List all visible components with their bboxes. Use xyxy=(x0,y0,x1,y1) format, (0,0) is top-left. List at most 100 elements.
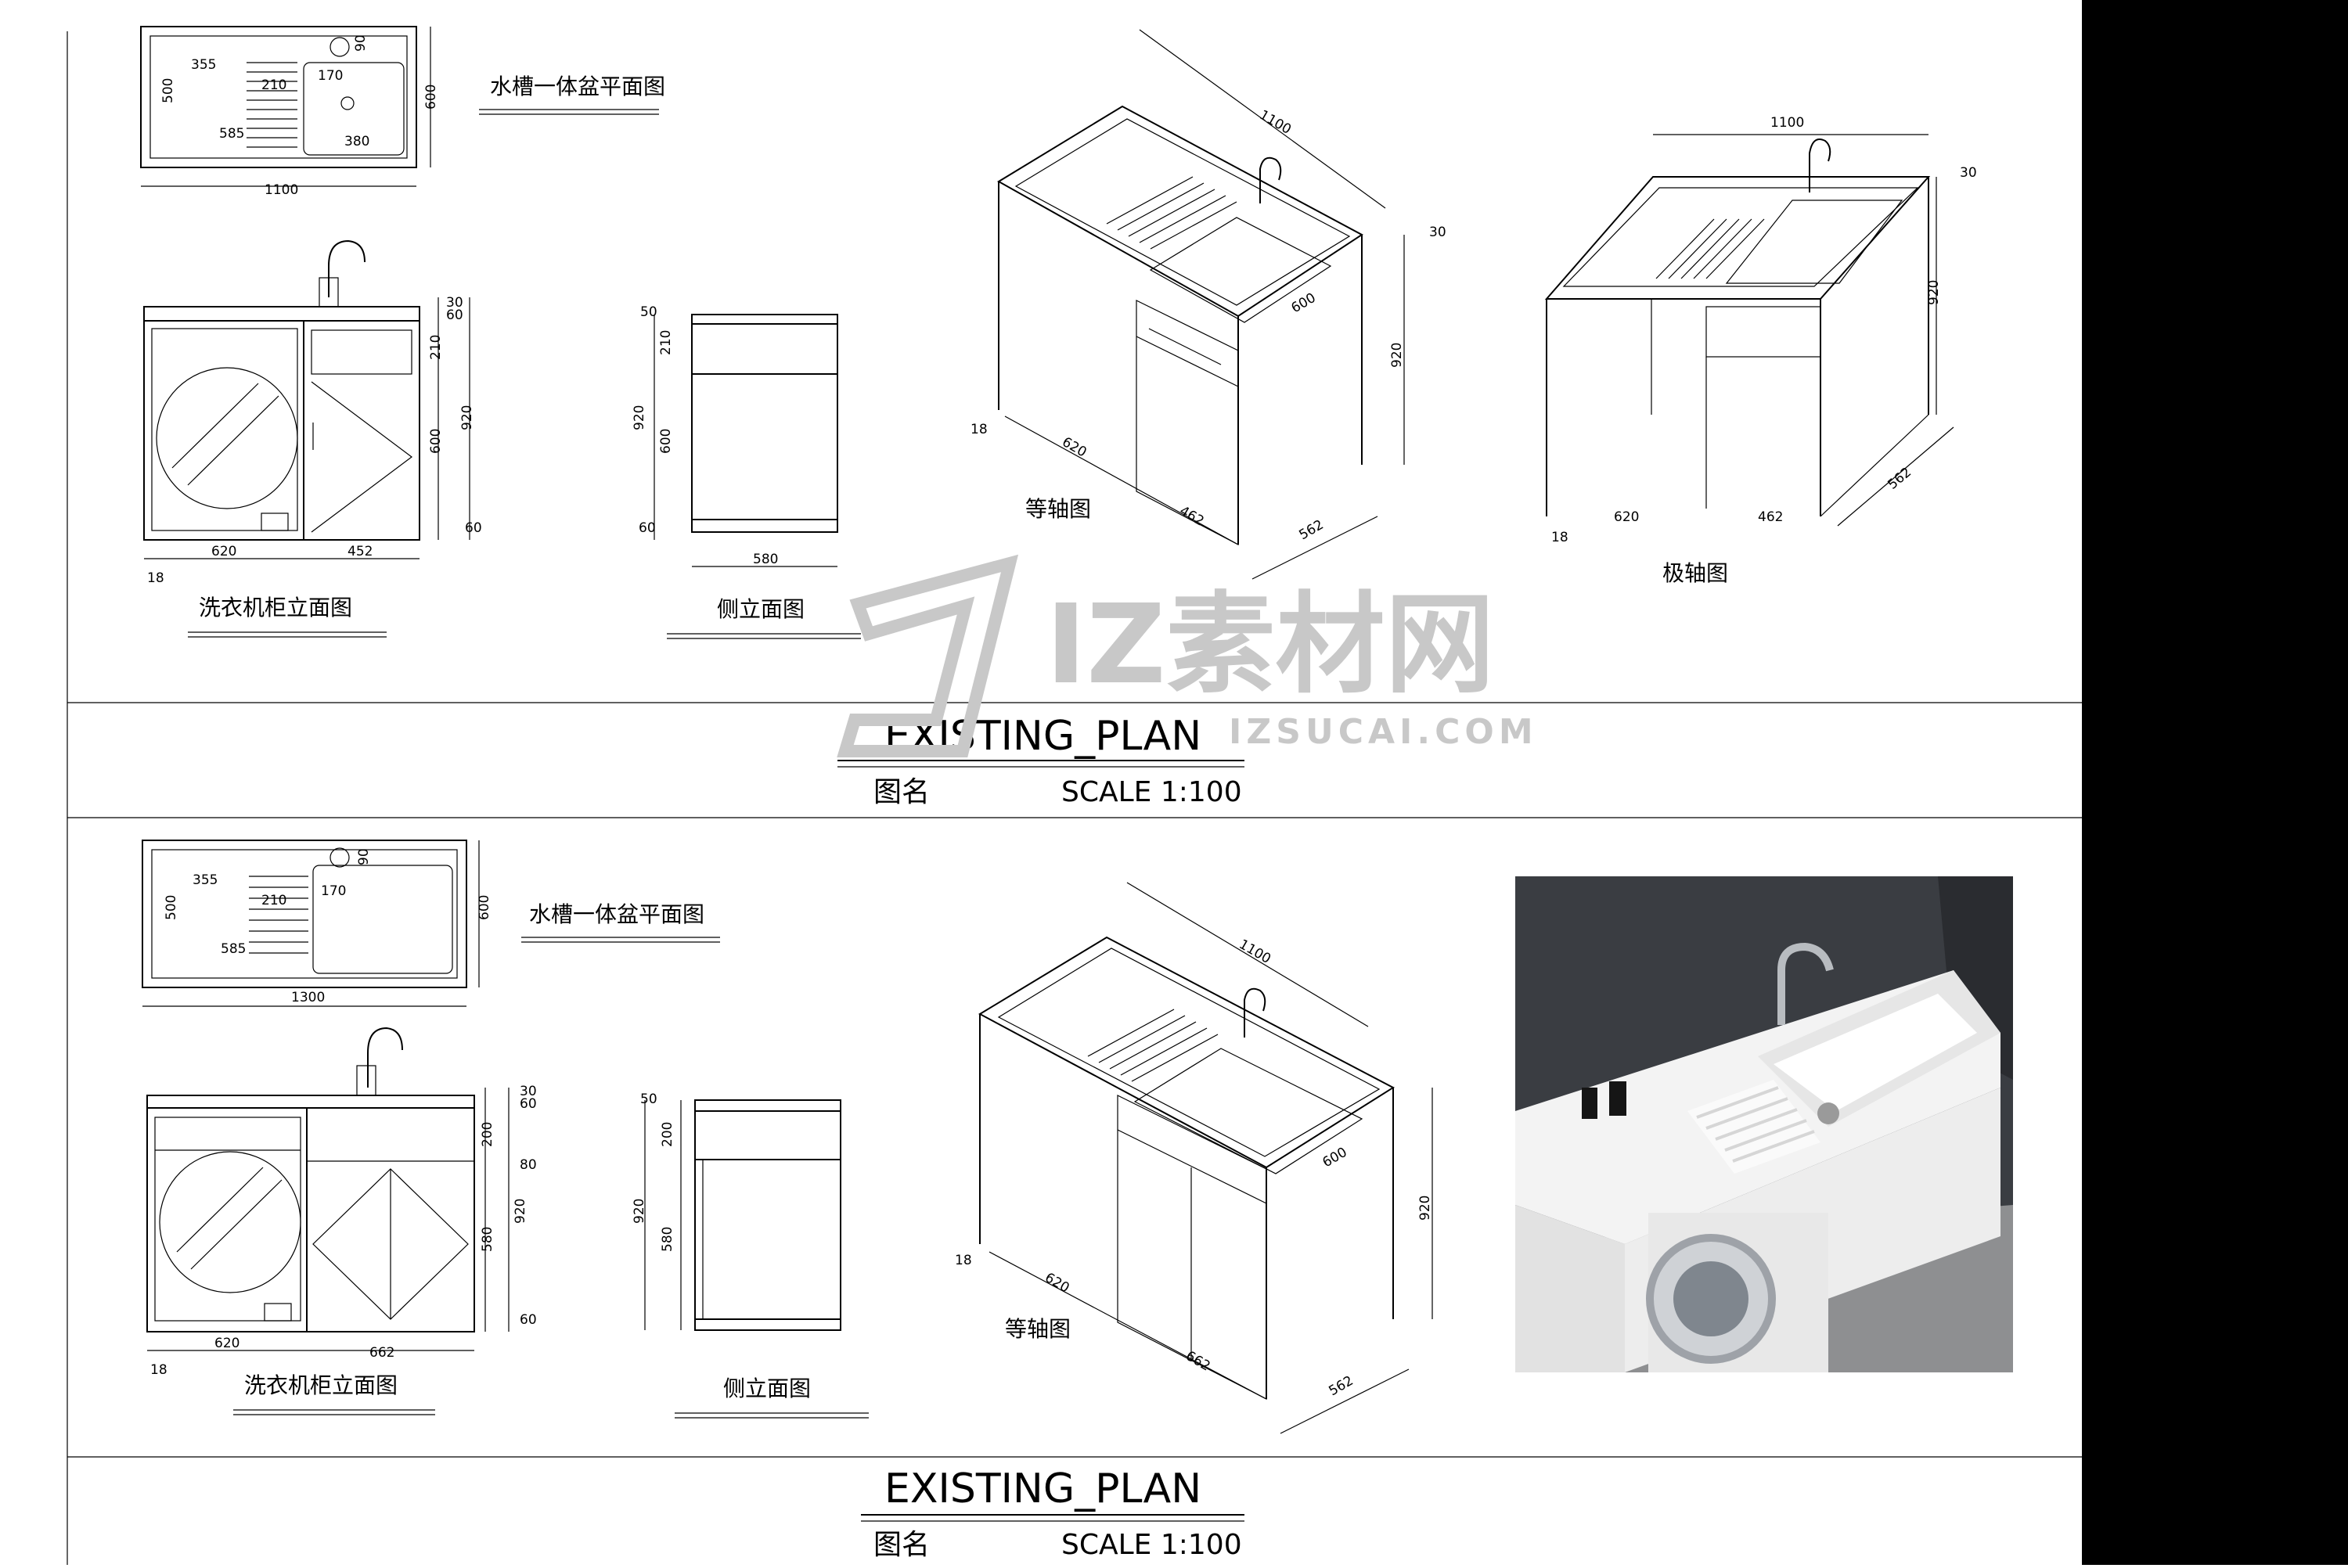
dim-600: 600 xyxy=(658,429,674,454)
dim-60a: 60 xyxy=(446,307,463,323)
dim-30: 30 xyxy=(1429,225,1446,240)
dim-452: 452 xyxy=(348,544,373,559)
bottom-side-elevation: 50 200 920 580 xyxy=(632,1091,841,1331)
dim-600: 600 xyxy=(428,429,444,454)
dim-18: 18 xyxy=(955,1253,972,1268)
watermark-url: IZSUCAI.COM xyxy=(1229,712,1538,752)
dim-200: 200 xyxy=(480,1122,495,1147)
dim-rib: 210 xyxy=(261,893,286,908)
dim-inner-depth: 500 xyxy=(164,895,179,920)
dim-920: 920 xyxy=(632,1199,647,1224)
dim-basin: 380 xyxy=(344,134,369,149)
dim-50: 50 xyxy=(640,304,657,320)
dim-600: 600 xyxy=(1289,290,1319,317)
dim-920: 920 xyxy=(1926,280,1942,305)
dim-662: 662 xyxy=(369,1345,394,1361)
dim-washboard: 355 xyxy=(191,57,216,73)
dim-200: 200 xyxy=(660,1122,675,1147)
washboard-ribs xyxy=(1106,176,1237,250)
dim-1100: 1100 xyxy=(1237,937,1273,967)
dim-620: 620 xyxy=(1043,1270,1072,1296)
plan-title: EXISTING_PLAN xyxy=(884,1466,1201,1512)
dim-920: 920 xyxy=(459,405,475,430)
dim-920: 920 xyxy=(632,405,647,430)
product-photo xyxy=(1515,876,2013,1372)
dim-50: 50 xyxy=(640,1091,657,1107)
watermark: IZ素材网 IZSUCAI.COM xyxy=(837,554,1538,757)
dim-faucet: 170 xyxy=(321,883,346,899)
dim-rib: 210 xyxy=(261,77,286,93)
elevation-label: 洗衣机柜立面图 xyxy=(244,1372,398,1398)
washboard-ribs xyxy=(247,62,297,148)
bottom-cabinet-elevation: 30 60 200 80 920 580 60 620 662 18 xyxy=(146,1027,537,1378)
scale-label: SCALE 1:100 xyxy=(1061,776,1242,808)
dim-60b: 60 xyxy=(465,520,482,536)
drain-icon xyxy=(1817,1102,1839,1124)
dim-562: 562 xyxy=(1327,1373,1356,1400)
dim-562: 562 xyxy=(1297,517,1327,544)
dim-662: 662 xyxy=(1183,1348,1213,1375)
bottom-sink-plan: 1300 600 500 355 210 170 585 90 xyxy=(142,840,492,1007)
scale-label: SCALE 1:100 xyxy=(1061,1529,1242,1561)
dim-overall: 1300 xyxy=(291,990,325,1005)
dim-620: 620 xyxy=(1060,434,1089,461)
drain-icon xyxy=(340,96,355,110)
dim-depth: 600 xyxy=(477,895,492,920)
side-label: 侧立面图 xyxy=(723,1376,811,1401)
faucet-icon xyxy=(330,37,350,57)
dim-washboard: 355 xyxy=(193,872,218,888)
iso2-label: 极轴图 xyxy=(1662,560,1728,586)
watermark-text: IZ素材网 xyxy=(1046,581,1495,709)
dim-lower: 585 xyxy=(219,126,244,142)
dim-580: 580 xyxy=(753,552,778,567)
dim-620: 620 xyxy=(1614,509,1639,525)
dim-18: 18 xyxy=(147,570,164,586)
washer-door-icon xyxy=(159,1151,301,1293)
faucet-elevation-icon xyxy=(319,239,366,307)
dim-920: 920 xyxy=(1417,1196,1433,1221)
dim-210: 210 xyxy=(428,335,444,360)
dim-920: 920 xyxy=(1389,343,1405,368)
dim-80: 80 xyxy=(520,1157,537,1173)
iso-label: 等轴图 xyxy=(1025,496,1091,522)
name-label: 图名 xyxy=(873,1529,930,1561)
dim-overall: 1100 xyxy=(265,182,298,198)
bottle xyxy=(1609,1081,1626,1116)
side-label: 侧立面图 xyxy=(717,596,805,622)
dim-620: 620 xyxy=(214,1336,239,1351)
washboard-ribs xyxy=(249,876,308,954)
right-black-bar xyxy=(2082,0,2348,1565)
dim-18: 18 xyxy=(1551,530,1568,545)
washboard-ribs xyxy=(1087,1009,1219,1082)
dim-30: 30 xyxy=(446,295,463,311)
dim-top: 90 xyxy=(353,34,369,52)
dim-30: 30 xyxy=(1960,165,1977,181)
bottom-isometric: 1100 600 920 620 662 562 18 xyxy=(955,882,1433,1434)
dim-18: 18 xyxy=(150,1362,167,1378)
name-label: 图名 xyxy=(873,776,930,808)
top-side-elevation: 50 210 920 600 60 580 xyxy=(632,304,838,567)
dim-lower: 585 xyxy=(221,941,246,957)
dim-top: 90 xyxy=(356,848,372,865)
washboard-ribs xyxy=(1655,218,1765,279)
iso-label: 等轴图 xyxy=(1005,1316,1071,1342)
dim-60b: 60 xyxy=(520,1312,537,1328)
dim-1100: 1100 xyxy=(1257,107,1294,138)
dim-210: 210 xyxy=(658,330,674,355)
sink-plan-label: 水槽一体盆平面图 xyxy=(490,74,665,99)
faucet-elevation-icon xyxy=(356,1027,403,1096)
top-cabinet-elevation: 30 60 210 920 600 60 620 452 18 xyxy=(143,239,482,586)
top-sink-plan: 1100 600 500 355 210 170 585 380 90 xyxy=(140,26,439,198)
dim-620: 620 xyxy=(211,544,236,559)
watermark-logo-icon xyxy=(837,554,1019,757)
dim-60: 60 xyxy=(639,520,656,536)
dim-580: 580 xyxy=(480,1227,495,1252)
washer-door-icon xyxy=(156,367,298,509)
dim-562: 562 xyxy=(1885,465,1914,493)
top-title-block: EXISTING_PLAN 图名 SCALE 1:100 xyxy=(837,713,1244,808)
bottom-title-block: EXISTING_PLAN 图名 SCALE 1:100 xyxy=(861,1466,1244,1561)
dim-462: 462 xyxy=(1758,509,1783,525)
dim-30: 30 xyxy=(520,1084,537,1099)
